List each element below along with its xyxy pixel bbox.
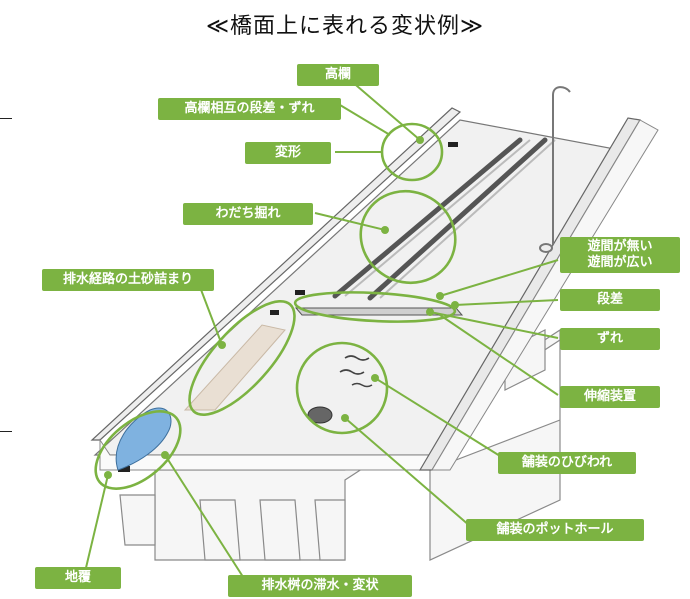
label-yukan: 遊間が無い 遊間が広い: [560, 237, 680, 273]
drain-sediment: [183, 324, 286, 411]
label-pothole: 舗装のポットホール: [466, 519, 644, 541]
pothole-mark: [307, 406, 333, 424]
leader-dots: [104, 136, 459, 479]
label-yukan-line2: 遊間が広い: [587, 255, 653, 270]
wheel-ruts: [332, 137, 548, 301]
label-jifuku: 地覆: [35, 567, 121, 589]
label-hibiware: 舗装のひびわれ: [498, 452, 636, 474]
margin-mark-top: [0, 118, 12, 119]
label-zure: ずれ: [560, 328, 660, 350]
diagram-title: ≪橋面上に表れる変状例≫: [205, 14, 485, 39]
label-yukan-line1: 遊間が無い: [587, 239, 653, 254]
label-haisui-masu: 排水桝の滞水・変状: [228, 575, 412, 597]
label-wadachi: わだち掘れ: [183, 203, 313, 225]
label-koran-sogo: 高欄相互の段差・ずれ: [158, 98, 341, 120]
highlight-circles: [94, 122, 457, 490]
label-dansa: 段差: [560, 289, 660, 311]
label-koran: 高欄: [297, 64, 379, 86]
label-henkei: 変形: [245, 142, 331, 164]
pavement-crack-marks: [339, 355, 373, 388]
drain-inlet-2: [270, 310, 279, 315]
margin-mark-bottom: [0, 431, 12, 432]
right-parapet-outer: [431, 119, 659, 471]
lamp-post: [539, 86, 571, 253]
left-parapet: [90, 107, 462, 441]
label-shinshuku: 伸縮装置: [560, 386, 660, 408]
label-haisui-keiro: 排水経路の土砂詰まり: [42, 269, 214, 291]
drain-inlet-4: [118, 466, 130, 472]
leader-lines: [84, 79, 559, 581]
drain-inlet-1: [295, 290, 305, 295]
expansion-joint: [294, 307, 464, 316]
drain-inlet-3: [448, 142, 458, 147]
